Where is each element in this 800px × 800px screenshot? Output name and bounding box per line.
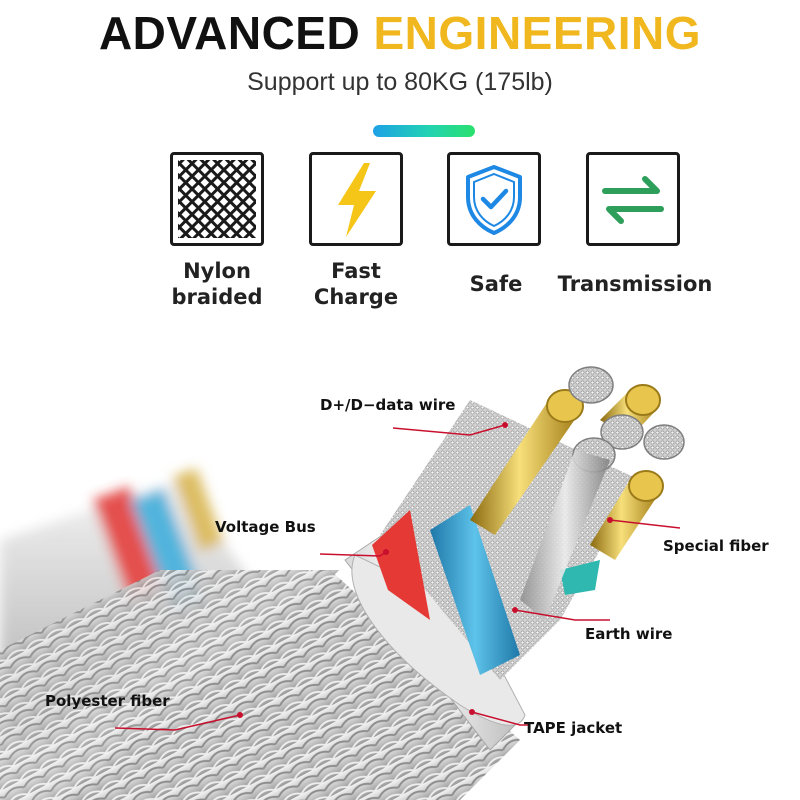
title-part-engineering: ENGINEERING [373,7,702,59]
transfer-arrows-icon [586,152,680,246]
callout-data-wire: D+/D−data wire [320,396,456,414]
page-subtitle: Support up to 80KG (175lb) [247,68,553,96]
cable-cross-section-illustration [0,366,685,800]
feature-label-line: Charge [313,285,399,309]
callout-voltage-bus: Voltage Bus [215,518,316,536]
feature-label-line: Safe [469,272,523,296]
callout-polyester-fiber: Polyester fiber [45,692,170,710]
shield-check-icon [447,152,541,246]
lightning-bolt-icon [309,152,403,246]
callout-tape-jacket: TAPE jacket [524,719,623,737]
callout-earth-wire: Earth wire [585,625,673,643]
page-title: ADVANCED ENGINEERING [0,8,800,58]
feature-label-nylon: Nylon braided [157,258,277,310]
feature-label-transmission: Transmission [555,271,715,297]
accent-bar [373,125,475,137]
feature-label-line: Fast [331,259,381,283]
feature-label-line: Transmission [557,272,713,296]
nylon-braid-icon [170,152,264,246]
feature-label-line: Nylon [183,259,251,283]
feature-label-safe: Safe [440,271,552,297]
feature-label-fast-charge: Fast Charge [296,258,416,310]
callout-special-fiber: Special fiber [663,537,769,555]
title-part-advanced: ADVANCED [98,7,361,59]
feature-label-line: braided [171,285,263,309]
